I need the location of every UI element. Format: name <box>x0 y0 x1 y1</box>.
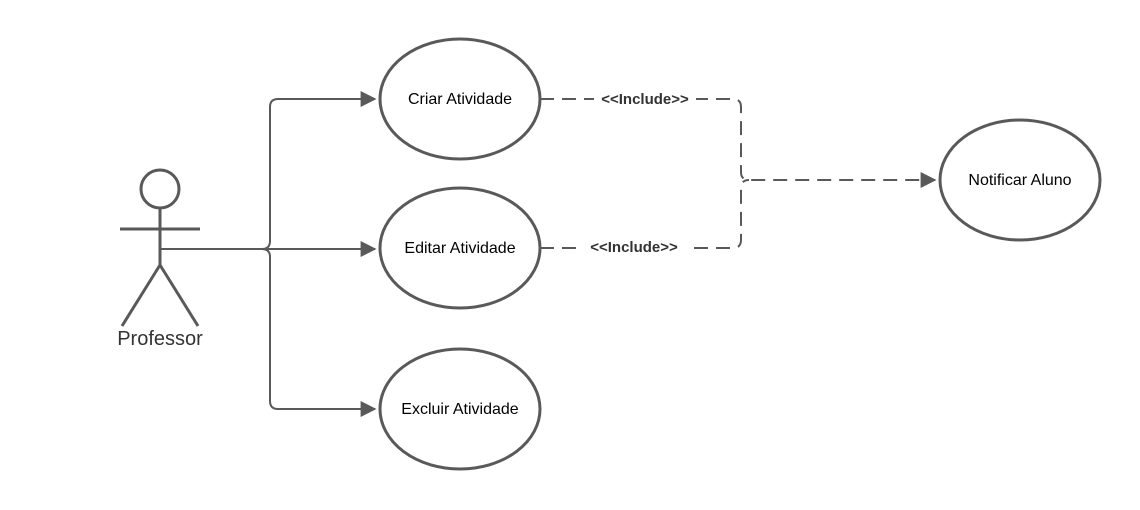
include-line-bottom <box>540 179 750 249</box>
use-case-ellipse <box>378 37 542 161</box>
use-case-ellipse <box>378 347 542 471</box>
actor-right-leg <box>158 264 200 327</box>
include-label-bg-bottom <box>582 237 686 257</box>
use-case-editar-atividade[interactable]: Editar Atividade <box>378 186 542 310</box>
use-case-ellipse <box>938 118 1102 242</box>
actor-professor[interactable]: Professor <box>117 168 203 350</box>
association-excluir <box>261 248 377 417</box>
use-case-ellipse <box>378 186 542 310</box>
include-lines: <<Include>> <<Include>> <box>540 88 937 257</box>
actor-label: Professor <box>117 328 203 350</box>
include-label-top: <<Include>> <box>601 91 689 108</box>
use-case-label: Excluir Atividade <box>401 401 518 418</box>
use-case-label: Notificar Aluno <box>968 172 1071 189</box>
use-case-excluir-atividade[interactable]: Excluir Atividade <box>378 347 542 471</box>
use-case-criar-atividade[interactable]: Criar Atividade <box>378 37 542 161</box>
actor-head <box>139 168 181 210</box>
actor-left-leg <box>120 264 162 327</box>
association-lines <box>160 91 377 417</box>
use-case-label: Editar Atividade <box>404 240 515 257</box>
use-case-label: Criar Atividade <box>408 91 512 108</box>
association-criar <box>160 91 377 250</box>
use-case-notificar-aluno[interactable]: Notificar Aluno <box>938 118 1102 242</box>
include-line-top <box>540 98 937 188</box>
include-label-bottom: <<Include>> <box>590 239 678 256</box>
include-label-bg-top <box>594 88 696 108</box>
